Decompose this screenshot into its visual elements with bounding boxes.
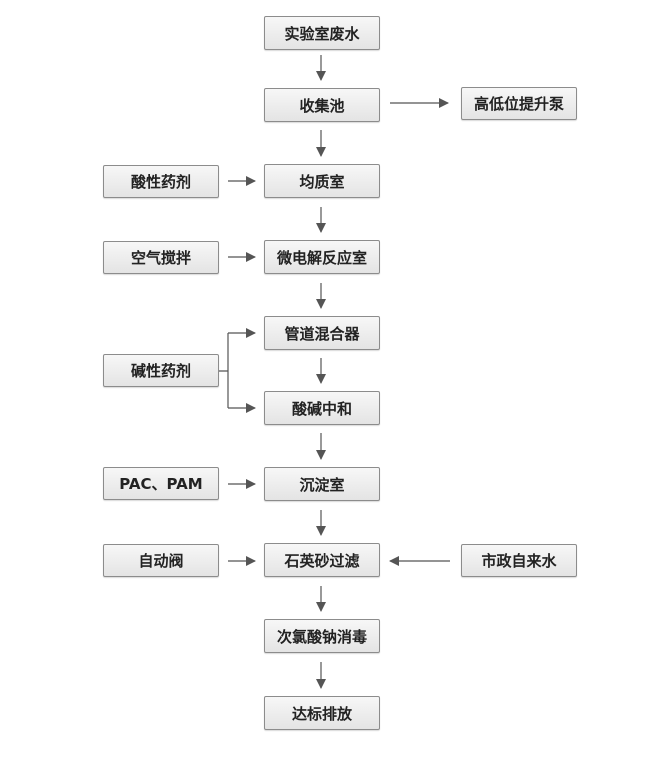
node-air-stirring: 空气搅拌: [103, 241, 219, 274]
node-equalization-chamber: 均质室: [264, 164, 380, 198]
node-auto-valve: 自动阀: [103, 544, 219, 577]
node-alkaline-agent: 碱性药剂: [103, 354, 219, 387]
node-lab-wastewater: 实验室废水: [264, 16, 380, 50]
node-acid-base-neutralization: 酸碱中和: [264, 391, 380, 425]
node-micro-electrolysis: 微电解反应室: [264, 240, 380, 274]
bracket-alkaline: [219, 333, 229, 408]
node-lift-pump: 高低位提升泵: [461, 87, 577, 120]
node-sedimentation: 沉淀室: [264, 467, 380, 501]
node-municipal-water: 市政自来水: [461, 544, 577, 577]
node-pac-pam: PAC、PAM: [103, 467, 219, 500]
node-discharge: 达标排放: [264, 696, 380, 730]
node-hypochlorite-disinfection: 次氯酸钠消毒: [264, 619, 380, 653]
node-pipe-mixer: 管道混合器: [264, 316, 380, 350]
node-sand-filter: 石英砂过滤: [264, 543, 380, 577]
node-collection-tank: 收集池: [264, 88, 380, 122]
node-acid-agent: 酸性药剂: [103, 165, 219, 198]
